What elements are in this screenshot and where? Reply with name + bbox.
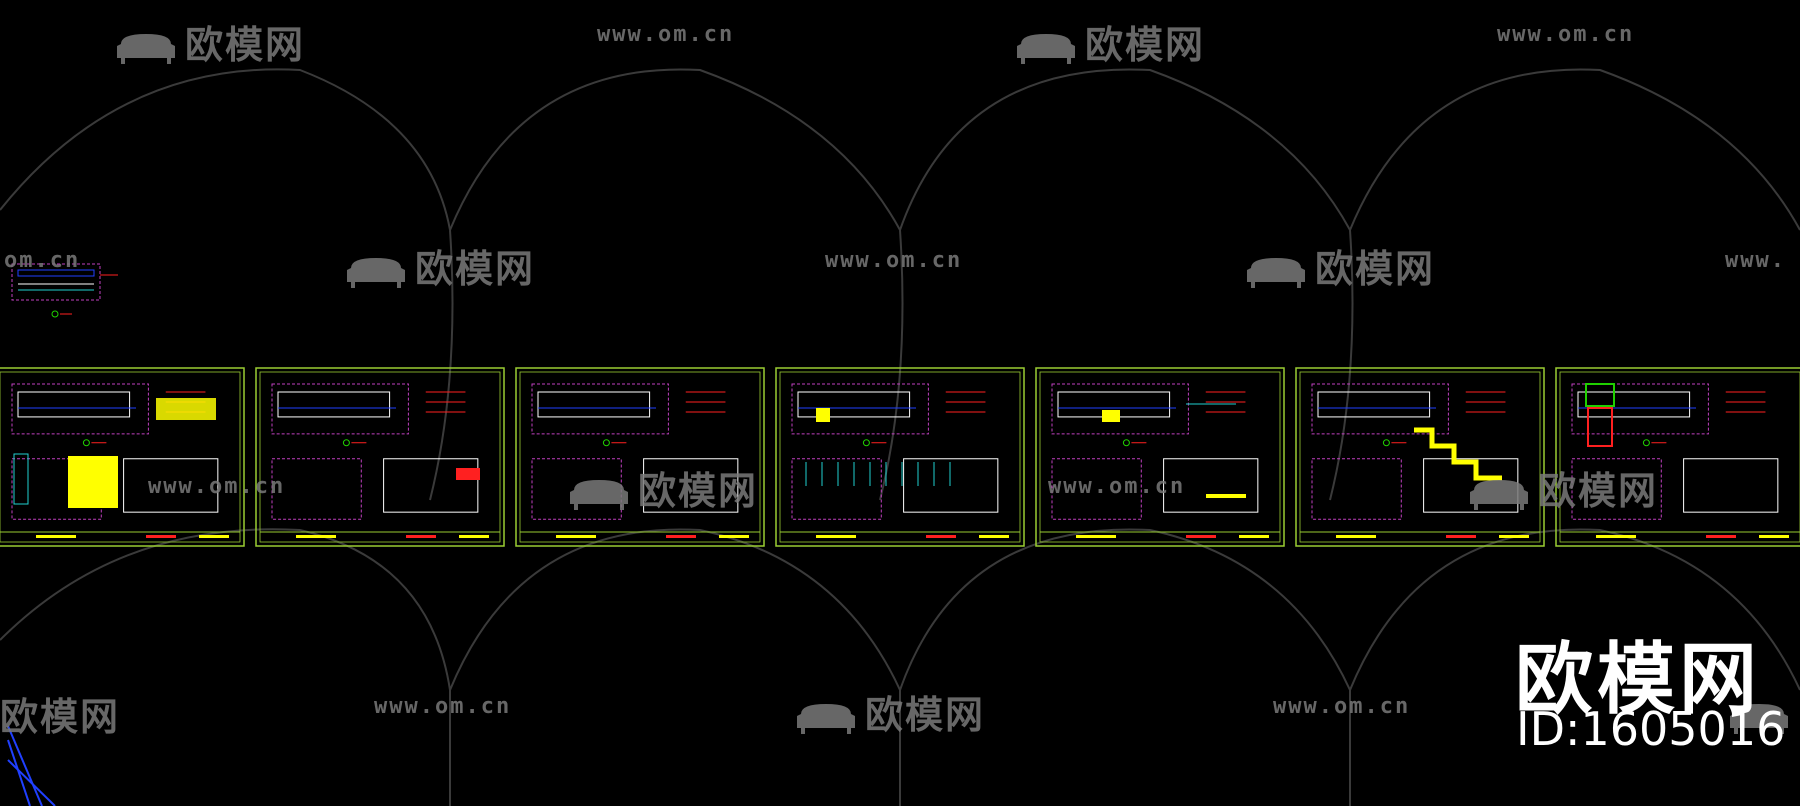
sofa-icon xyxy=(1247,257,1305,288)
watermark-logo: 欧模网 xyxy=(345,238,535,293)
sofa-icon xyxy=(797,703,855,734)
watermark-logo-partial: 欧模网 xyxy=(0,695,121,739)
small-detail-drawing[interactable] xyxy=(11,263,118,318)
watermark-logo-text: 欧模网 xyxy=(1315,247,1436,291)
watermark-arcs xyxy=(0,68,1800,806)
watermark-logo-text: 欧 xyxy=(1798,693,1800,737)
watermark-logo: 欧模网 xyxy=(1015,14,1205,69)
watermark-logo: 欧模网 xyxy=(795,684,985,739)
watermark-url: www.om.cn xyxy=(1273,694,1411,719)
watermark-logo: 欧模网 xyxy=(115,14,305,69)
sofa-icon xyxy=(570,479,628,510)
watermark-url: www.om.cn xyxy=(597,22,735,47)
watermark-url: www.om.cn xyxy=(148,474,286,499)
watermark-url: www.om.cn xyxy=(1048,474,1186,499)
drawing-sheet[interactable] xyxy=(1035,367,1285,547)
drawing-sheet[interactable] xyxy=(255,367,505,547)
watermark-logo-text: 欧模网 xyxy=(185,23,306,67)
brand-name: 欧模网 xyxy=(1515,635,1762,725)
drawing-sheet[interactable] xyxy=(1555,367,1800,547)
drawing-sheet[interactable] xyxy=(515,367,765,547)
watermark-logo: 欧模网 xyxy=(1245,238,1435,293)
sofa-icon xyxy=(1017,33,1075,64)
watermark-logo-text: 欧模网 xyxy=(865,693,986,737)
model-id: ID:1605016 xyxy=(1516,702,1786,756)
watermark-url-partial: om.cn xyxy=(4,248,81,273)
drawing-sheet[interactable] xyxy=(775,367,1025,547)
watermark-url: www.om.cn xyxy=(1497,22,1635,47)
sofa-icon xyxy=(1470,479,1528,510)
watermark-logo-text: 欧模网 xyxy=(638,469,759,513)
watermark-logo-text: 欧模网 xyxy=(1085,23,1206,67)
watermark-logo: 欧模网 xyxy=(568,460,758,515)
sofa-icon xyxy=(1730,703,1788,734)
sofa-icon xyxy=(117,33,175,64)
watermark-url-partial: www. xyxy=(1725,248,1786,273)
drawing-sheet[interactable] xyxy=(0,367,245,547)
partial-elevation-lines xyxy=(7,725,56,806)
watermark-logo-text: 欧模网 xyxy=(1538,469,1659,513)
watermark-logo-text: 欧模网 xyxy=(415,247,536,291)
watermark-url: www.om.cn xyxy=(374,694,512,719)
watermark-logo-partial: 欧 xyxy=(1728,684,1800,739)
drawing-sheet[interactable] xyxy=(1295,367,1545,547)
sofa-icon xyxy=(347,257,405,288)
watermark-logo: 欧模网 xyxy=(1468,460,1658,515)
watermark-url: www.om.cn xyxy=(825,248,963,273)
